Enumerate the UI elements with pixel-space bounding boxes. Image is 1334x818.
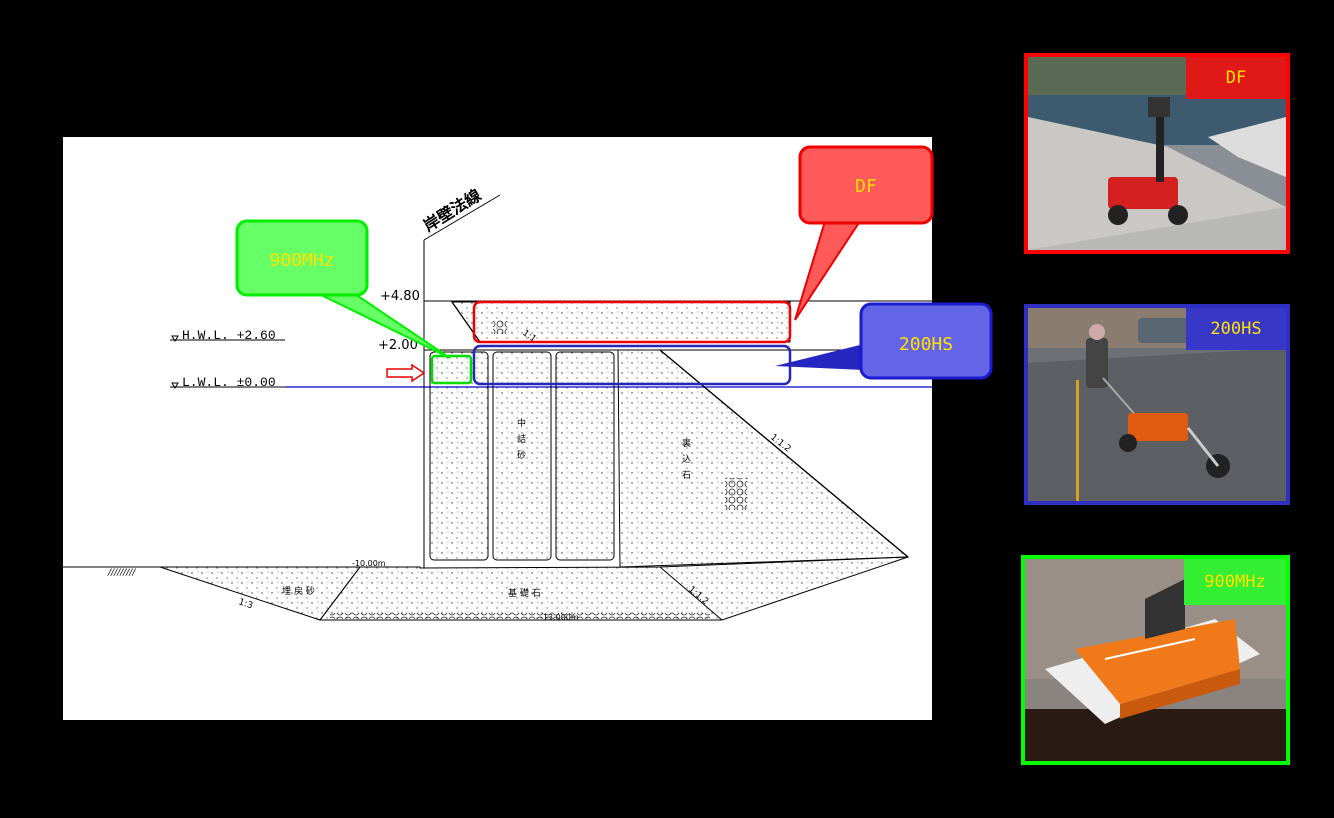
df-photo-tag: DF <box>1186 57 1286 99</box>
mhz900-scan-area <box>430 354 473 385</box>
backfill-label-1: 裏 <box>682 437 691 449</box>
backfill-label-2: 込 <box>682 454 691 465</box>
hs200-callout-label: 200HS <box>899 334 953 355</box>
slope-left-label: 1:3 <box>237 597 254 611</box>
lwl-marker-icon <box>171 382 179 389</box>
arrow-right-icon <box>386 363 426 383</box>
hwl-label: H.W.L. +2.60 <box>182 328 276 343</box>
wheel-icon <box>1108 205 1128 225</box>
mhz900-callout <box>235 219 369 297</box>
mhz900-photo-tag: 900MHz <box>1184 559 1286 605</box>
df-callout <box>798 145 934 225</box>
lwl-label: L.W.L. ±0.00 <box>182 375 276 390</box>
level-top-label: +4.80 <box>380 289 420 304</box>
mhz900-equipment-photo: 900MHz <box>1021 555 1290 765</box>
df-scan-area <box>472 300 792 344</box>
caisson-fill-label-2: 詰 <box>517 433 526 445</box>
foundation-stone-label: 基 礎 石 <box>508 587 541 599</box>
bottom-left-level-label: -10.00m <box>352 559 386 568</box>
caisson-fill-label-1: 中 <box>517 417 526 429</box>
svg-text://///////: ///////// <box>107 568 136 578</box>
reclaim-sand-label: 埋 戻 砂 <box>282 585 315 597</box>
hwl-marker-icon <box>171 335 179 342</box>
level-mid-label: +2.00 <box>378 338 418 353</box>
hs200-callout <box>859 302 993 380</box>
hs200-photo-tag: 200HS <box>1186 308 1286 350</box>
backfill-label-3: 石 <box>682 471 691 481</box>
df-callout-label: DF <box>855 176 877 197</box>
mhz900-callout-label: 900MHz <box>269 250 334 271</box>
df-equipment-photo: DF <box>1024 53 1290 254</box>
hs200-equipment-photo: 200HS <box>1024 304 1290 505</box>
caisson-fill-label-3: 砂 <box>517 449 526 461</box>
